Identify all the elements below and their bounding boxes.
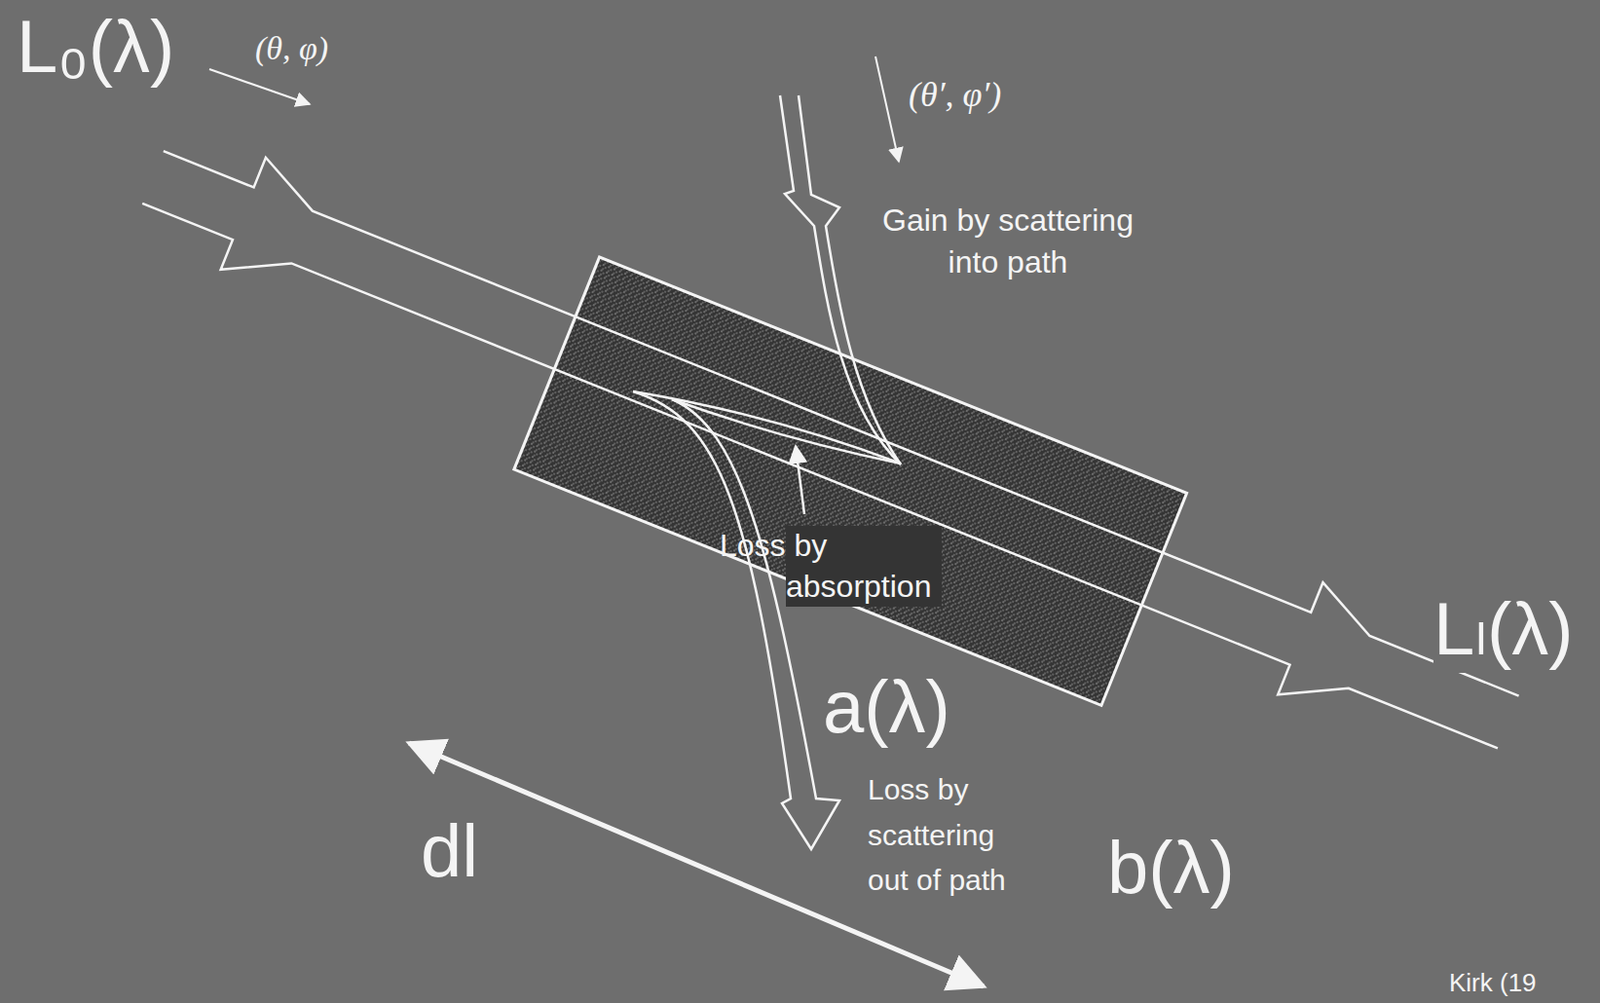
- beam-edge: [163, 120, 1531, 696]
- length-label: dl: [420, 806, 479, 895]
- pointer-arrow: [795, 446, 805, 515]
- angle-label: (θ, φ): [255, 29, 329, 70]
- source-note: Kirk (19: [1449, 967, 1537, 999]
- absorption-wedge: [671, 399, 901, 464]
- beam-edge: [130, 203, 1498, 779]
- loss-arrow: [632, 391, 840, 850]
- direction-arrow: [875, 56, 899, 162]
- sample-volume: [514, 257, 1188, 706]
- coefficient-label: a(λ): [822, 662, 951, 751]
- process-label: Gain by scattering into path: [861, 199, 1154, 284]
- radiance-label: L₀(λ): [16, 1, 175, 91]
- angle-label: (θ′, φ′): [908, 74, 1002, 116]
- absorption-wedge: [632, 391, 901, 464]
- coefficient-label: b(λ): [1107, 822, 1235, 912]
- process-label: Loss by scattering out of path: [867, 767, 1034, 904]
- direction-arrow: [209, 69, 310, 105]
- process-label: Loss by absorption: [785, 525, 942, 607]
- radiance-label: Lₗ(λ): [1433, 584, 1574, 673]
